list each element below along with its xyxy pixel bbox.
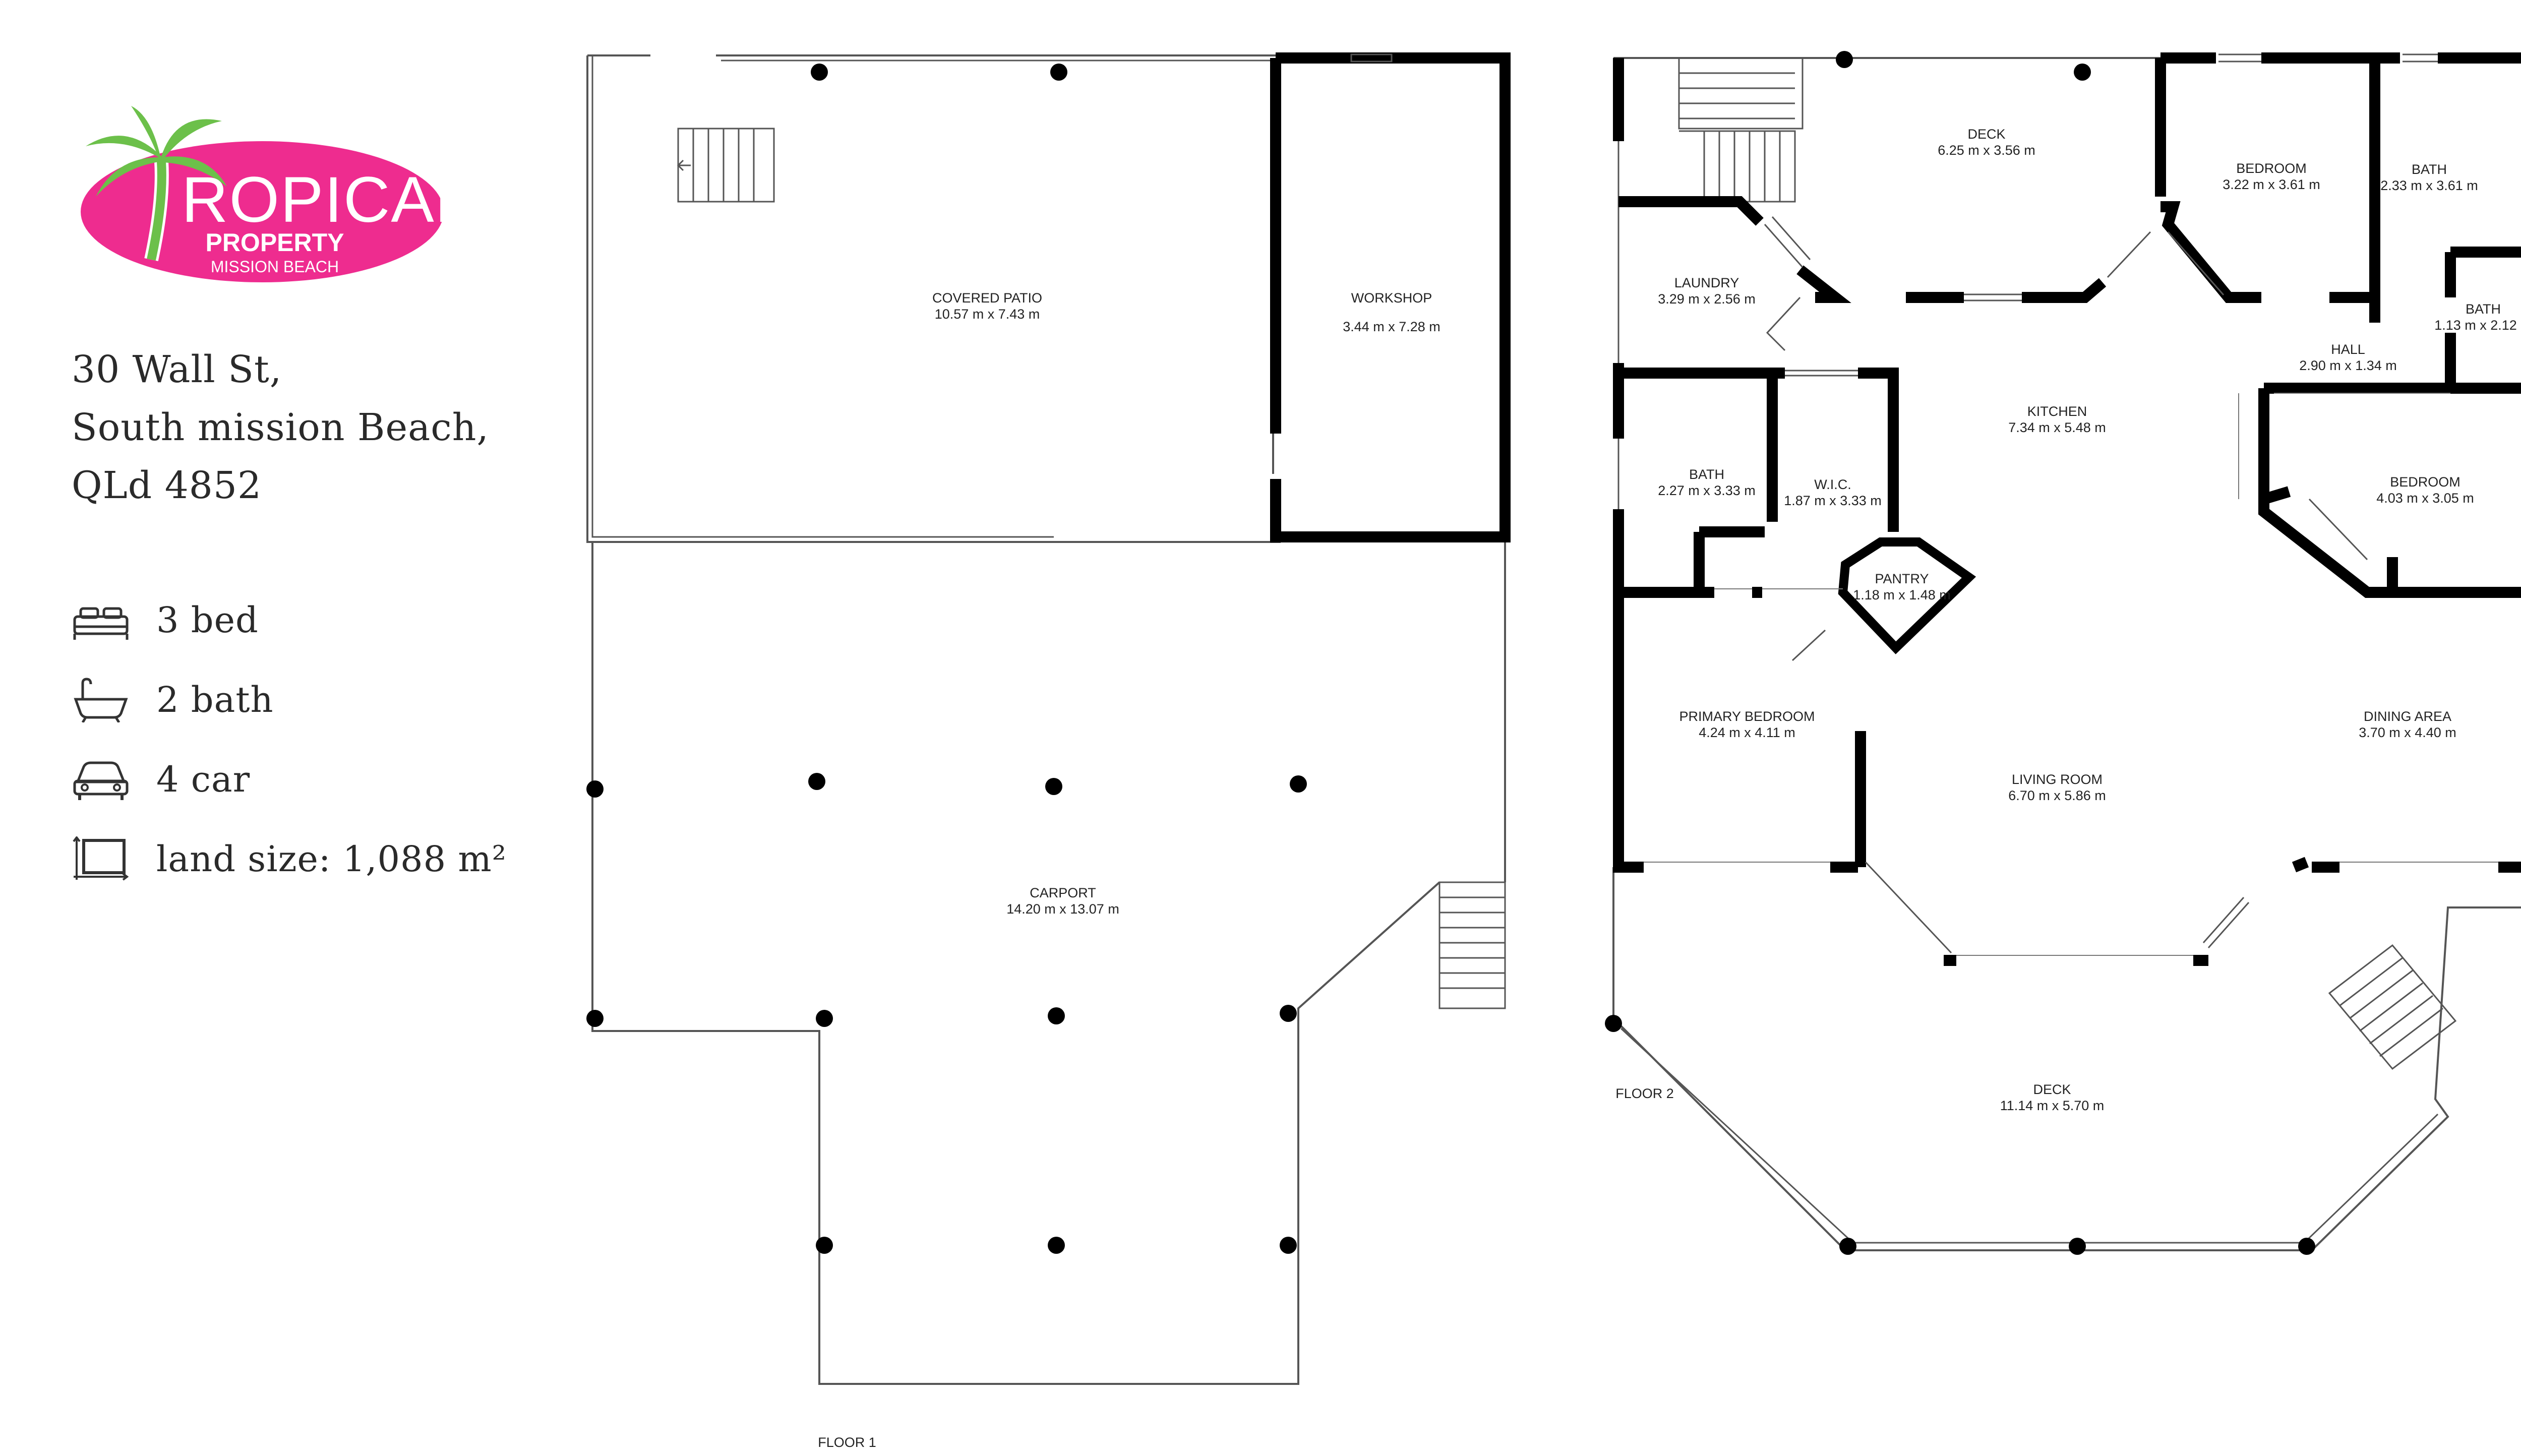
address-line-1: 30 Wall St, — [72, 348, 282, 391]
floor-2-label: FLOOR 2 — [1615, 1086, 1674, 1101]
feature-land-label: land size: 1,088 m² — [156, 838, 507, 880]
feature-baths-label: 2 bath — [156, 679, 274, 720]
logo-oval — [81, 141, 444, 282]
room-carport-dims: 14.20 m x 13.07 m — [1006, 901, 1119, 917]
room-bath-left-name: BATH — [1689, 467, 1724, 482]
feature-cars: 4 car — [71, 754, 250, 805]
logo-word: ROPICAL — [182, 164, 449, 236]
room-deck-bottom-dims: 11.14 m x 5.70 m — [2000, 1098, 2105, 1113]
room-deck-top-dims: 6.25 m x 3.56 m — [1938, 143, 2035, 158]
room-hall-name: HALL — [2331, 342, 2365, 357]
room-workshop-dims: 3.44 m x 7.28 m — [1343, 319, 1440, 334]
room-workshop-name: WORKSHOP — [1351, 290, 1432, 306]
logo-tagline-1: PROPERTY — [205, 228, 344, 257]
room-pantry-name: PANTRY — [1875, 571, 1929, 586]
room-bedroom-right-dims: 4.03 m x 3.05 m — [2376, 491, 2474, 506]
room-bedroom-top-name: BEDROOM — [2236, 161, 2307, 176]
car-icon — [73, 761, 129, 800]
room-kitchen-dims: 7.34 m x 5.48 m — [2008, 420, 2106, 435]
room-primary-bedroom-dims: 4.24 m x 4.11 m — [1699, 725, 1795, 740]
room-bath-small-name: BATH — [2466, 301, 2501, 317]
logo: ROPICAL PROPERTY MISSION BEACH — [81, 106, 449, 282]
feature-baths: 2 bath — [71, 675, 274, 725]
room-wic-dims: 1.87 m x 3.33 m — [1784, 493, 1882, 508]
room-bath-top-dims: 2.33 m x 3.61 m — [2380, 178, 2478, 193]
room-bedroom-top-dims: 3.22 m x 3.61 m — [2223, 177, 2320, 192]
room-bath-top-name: BATH — [2412, 162, 2447, 177]
room-dining-name: DINING AREA — [2364, 709, 2451, 724]
room-deck-top-name: DECK — [1967, 127, 2005, 142]
feature-land: land size: 1,088 m² — [71, 834, 507, 884]
feature-beds-label: 3 bed — [156, 599, 259, 641]
feature-beds: 3 bed — [71, 595, 259, 645]
room-bedroom-right-name: BEDROOM — [2390, 474, 2460, 490]
room-primary-bedroom-name: PRIMARY BEDROOM — [1679, 709, 1815, 724]
room-carport-name: CARPORT — [1030, 885, 1096, 900]
land-size-icon — [73, 836, 129, 881]
bed-icon — [73, 607, 129, 640]
floor-1-label: FLOOR 1 — [818, 1435, 876, 1450]
room-living-dims: 6.70 m x 5.86 m — [2008, 788, 2106, 803]
room-bath-left-dims: 2.27 m x 3.33 m — [1658, 483, 1756, 498]
room-laundry-name: LAUNDRY — [1674, 275, 1739, 290]
room-hall-dims: 2.90 m x 1.34 m — [2299, 358, 2397, 373]
palm-tree-icon — [86, 106, 227, 261]
feature-cars-label: 4 car — [156, 759, 251, 800]
address-line-2: South mission Beach, — [72, 406, 489, 449]
room-covered-patio-name: COVERED PATIO — [932, 290, 1042, 306]
room-kitchen-name: KITCHEN — [2027, 404, 2087, 419]
bath-icon — [74, 678, 128, 722]
address-line-3: QLd 4852 — [72, 464, 262, 507]
room-wic-name: W.I.C. — [1814, 477, 1851, 492]
room-deck-bottom-name: DECK — [2033, 1082, 2071, 1097]
room-covered-patio-dims: 10.57 m x 7.43 m — [935, 307, 1040, 322]
logo-tagline-2: MISSION BEACH — [211, 258, 339, 276]
room-dining-dims: 3.70 m x 4.40 m — [2359, 725, 2456, 740]
room-pantry-dims: 1.18 m x 1.48 m — [1853, 587, 1951, 602]
room-living-name: LIVING ROOM — [2012, 772, 2103, 787]
room-bath-small-dims: 1.13 m x 2.12 m — [2434, 318, 2521, 333]
room-laundry-dims: 3.29 m x 2.56 m — [1658, 291, 1756, 307]
